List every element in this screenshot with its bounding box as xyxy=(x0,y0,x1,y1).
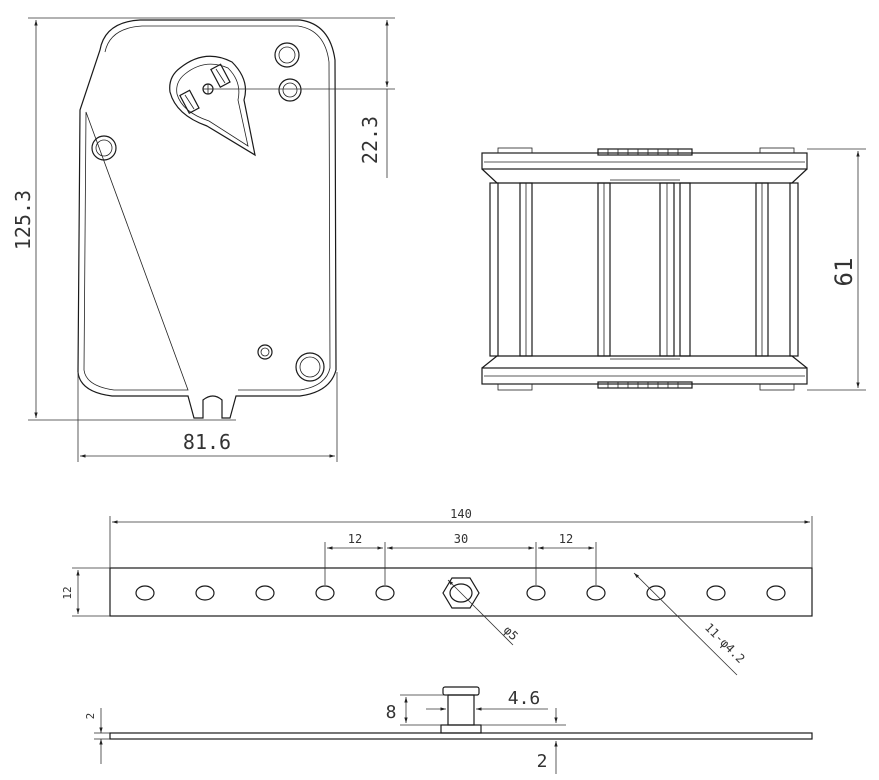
mount-hole-bottom-right xyxy=(295,352,325,382)
mounting-holes-dimension: 11-φ4.2 xyxy=(702,620,748,666)
spindle-offset-dimension: 22.3 xyxy=(358,116,382,164)
body-width-dimension: 81.6 xyxy=(183,430,231,454)
body-height-dimension: 125.3 xyxy=(11,190,35,250)
side-foot-left-bottom xyxy=(497,383,533,391)
bracket-center-pin xyxy=(442,577,480,609)
front-view-dimensions: 125.3 81.6 22.3 xyxy=(11,17,395,462)
side-top-bevel xyxy=(481,168,808,184)
bracket-strip xyxy=(109,567,813,617)
mount-hole-bottom-right-inner xyxy=(299,356,321,378)
mount-hole-top-right-inner xyxy=(278,46,296,64)
side-bottom-teeth xyxy=(607,382,679,388)
base-thickness-dimension: 2 xyxy=(537,751,548,772)
side-foot-right-bottom xyxy=(759,383,795,391)
side-bottom-flange xyxy=(481,367,808,385)
hole-pitch-right-dimension: 12 xyxy=(559,532,573,546)
center-hole-dimension: φ5 xyxy=(501,623,521,643)
section-pin-base xyxy=(440,724,482,734)
section-strip xyxy=(109,732,813,740)
hole-pitch-left-dimension: 12 xyxy=(348,532,362,546)
spindle-clamp-inner xyxy=(176,63,249,147)
actuator-body-inner-outline xyxy=(83,25,331,391)
front-view xyxy=(77,19,337,419)
pin-diameter-dimension: 4.6 xyxy=(508,688,541,709)
mount-hole-top-right xyxy=(274,42,300,68)
mount-hole-left-inner xyxy=(95,139,113,157)
pin-height-dimension: 8 xyxy=(386,702,397,723)
bracket-length-dimension: 140 xyxy=(450,507,472,521)
small-hole-bottom xyxy=(257,344,273,360)
side-top-teeth xyxy=(607,149,679,155)
section-pin-head xyxy=(442,686,480,696)
center-spacing-dimension: 30 xyxy=(454,532,468,546)
strip-thickness-dimension: 2 xyxy=(84,713,97,720)
bracket-width-dimension: 12 xyxy=(61,586,74,599)
bracket-plan xyxy=(109,567,813,617)
side-ribs xyxy=(489,182,799,357)
indicator-hole-inner xyxy=(282,82,298,98)
mount-hole-left xyxy=(91,135,117,161)
side-view-dimensions: 61 xyxy=(807,148,866,391)
bracket-section xyxy=(109,686,813,740)
actuator-body-outline xyxy=(77,19,337,419)
side-height-dimension: 61 xyxy=(830,258,858,287)
section-pin-shaft xyxy=(447,694,475,726)
bracket-plan-dimensions: 140 12 30 12 12 φ5 11-φ4.2 xyxy=(61,507,813,676)
side-bottom-boss xyxy=(597,381,693,389)
side-foot-left-top xyxy=(497,147,533,154)
side-bottom-bevel xyxy=(481,355,808,369)
spindle-clamp-body xyxy=(169,55,256,157)
side-view xyxy=(481,147,808,391)
side-foot-right-top xyxy=(759,147,795,154)
bracket-mounting-holes xyxy=(135,585,786,601)
side-top-boss xyxy=(597,148,693,156)
small-hole-bottom-inner xyxy=(260,347,270,357)
side-top-flange xyxy=(481,152,808,170)
clamp-screw-right xyxy=(210,63,231,88)
indicator-hole xyxy=(278,78,302,102)
bracket-section-dimensions: 2 8 4.6 2 xyxy=(84,688,566,774)
clamp-screw-left xyxy=(179,89,200,114)
